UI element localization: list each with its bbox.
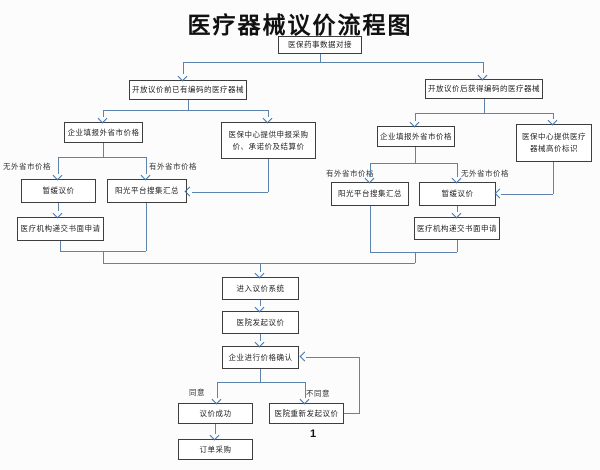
page-title: 医疗器械议价流程图 xyxy=(187,13,413,38)
edge-label-agree: 同意 xyxy=(189,388,205,397)
edge-label-disagree: 不同意 xyxy=(306,389,330,398)
connector xyxy=(260,300,261,306)
node-report-price-left: 企业填报外省市价格 xyxy=(64,122,143,143)
connector xyxy=(370,252,457,253)
connector xyxy=(192,192,268,193)
connector-feedback xyxy=(306,357,359,358)
node-pre-coded: 开放议价前已有编码的医疗器械 xyxy=(129,80,247,100)
connector xyxy=(483,62,484,73)
connector xyxy=(268,110,269,117)
connector xyxy=(260,334,261,341)
connector xyxy=(103,143,104,157)
node-suspend-right: 暂缓议价 xyxy=(419,182,496,206)
connector xyxy=(217,382,305,383)
connector xyxy=(183,62,184,74)
connector xyxy=(553,113,554,119)
node-post-coded: 开放议价后获得编码的医疗器械 xyxy=(425,79,543,99)
connector xyxy=(260,369,261,382)
edge-label-no-external-price-right: 无外省市价格 xyxy=(461,169,509,178)
edge-label-has-external-price-left: 有外省市价格 xyxy=(149,162,197,171)
connector xyxy=(60,241,61,251)
connector xyxy=(305,382,306,398)
connector xyxy=(268,159,269,192)
node-platform-right: 阳光平台搜集汇总 xyxy=(331,182,409,206)
connector xyxy=(415,113,416,121)
connector xyxy=(415,252,416,263)
connector xyxy=(103,263,415,264)
connector xyxy=(260,263,261,272)
node-price-confirm: 企业进行价格确认 xyxy=(222,346,299,369)
connector xyxy=(103,251,104,263)
node-enter-system: 进入议价系统 xyxy=(222,277,299,300)
node-apply-right: 医疗机构递交书面申请 xyxy=(414,217,500,240)
connector xyxy=(457,206,458,212)
node-platform-left: 阳光平台搜集汇总 xyxy=(107,179,187,203)
connector xyxy=(457,240,458,252)
connector xyxy=(320,54,321,62)
connector xyxy=(146,157,147,174)
node-reinitiate: 医院重新发起议价 xyxy=(269,403,344,424)
node-data-link: 医保药事数据对接 xyxy=(278,36,362,54)
connector xyxy=(370,163,371,177)
arrow-left-icon xyxy=(299,351,310,362)
node-suspend-left: 暂缓议价 xyxy=(21,179,96,203)
node-high-price-flag: 医保中心提供医疗器械高价标识 xyxy=(516,124,592,162)
connector xyxy=(215,424,216,434)
node-apply-left: 医疗机构递交书面申请 xyxy=(17,217,104,241)
connector xyxy=(457,163,458,177)
connector xyxy=(103,110,268,111)
connector xyxy=(501,194,553,195)
node-center-prices: 医保中心提供申报采购价、承诺价及结算价 xyxy=(221,122,316,159)
node-report-price-right: 企业填报外省市价格 xyxy=(377,126,455,147)
connector xyxy=(183,62,483,63)
connector xyxy=(58,157,146,158)
edge-label-has-external-price-right: 有外省市价格 xyxy=(326,169,374,178)
page-number: 1 xyxy=(310,428,317,440)
connector xyxy=(58,203,59,211)
connector xyxy=(415,147,416,163)
connector xyxy=(370,206,371,252)
connector-feedback xyxy=(359,357,360,414)
node-hospital-initiate: 医院发起议价 xyxy=(222,311,299,334)
connector xyxy=(188,100,189,110)
connector xyxy=(146,203,147,251)
connector xyxy=(103,110,104,117)
arrow-left-icon xyxy=(494,188,505,199)
node-success: 议价成功 xyxy=(178,403,253,424)
connector xyxy=(484,99,485,113)
edge-label-no-external-price-left: 无外省市价格 xyxy=(3,162,51,171)
node-order: 订单采购 xyxy=(178,439,253,460)
connector xyxy=(58,157,59,174)
connector xyxy=(217,382,218,398)
connector xyxy=(370,163,457,164)
connector-feedback xyxy=(344,413,359,414)
connector xyxy=(415,113,553,114)
connector xyxy=(553,162,554,194)
